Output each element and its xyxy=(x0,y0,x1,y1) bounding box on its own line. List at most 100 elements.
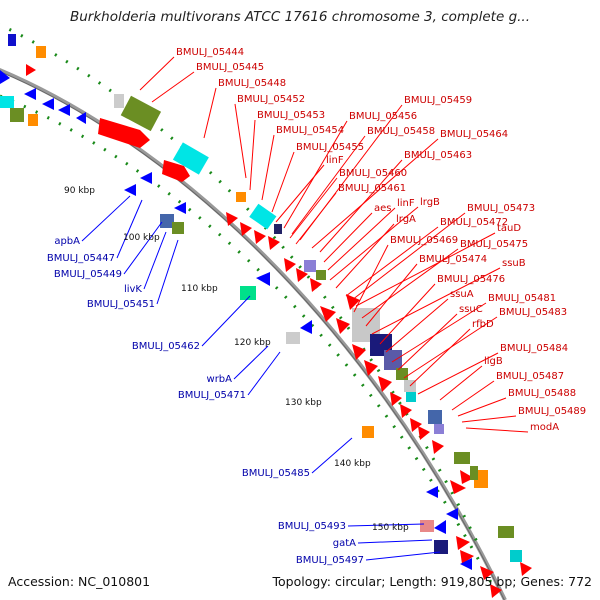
reverse-gene-arrow xyxy=(300,320,312,334)
forward-leader-line xyxy=(151,71,195,103)
feature-block xyxy=(454,452,470,464)
summary-text: Topology: circular; Length: 919,805 bp; … xyxy=(272,574,593,589)
reverse-leader-line xyxy=(247,351,281,396)
forward-leader-line xyxy=(311,138,439,249)
forward-gene-arrow xyxy=(310,278,322,292)
forward-gene-arrow xyxy=(336,318,350,334)
feature-block xyxy=(36,46,46,58)
forward-gene-label: rfbD xyxy=(472,319,494,330)
feature-block xyxy=(8,34,16,46)
forward-gene-label: BMULJ_05463 xyxy=(404,150,472,161)
feature-block xyxy=(286,332,300,344)
tick-dot-tracks xyxy=(0,23,502,600)
feature-block xyxy=(249,203,277,230)
forward-gene-arrow xyxy=(284,258,296,272)
backbone xyxy=(0,68,507,600)
forward-gene-arrow xyxy=(98,118,150,148)
forward-leader-line xyxy=(323,212,373,263)
reverse-gene-arrow xyxy=(434,520,446,534)
forward-gene-label: BMULJ_05444 xyxy=(176,47,244,58)
reverse-gene-label: BMULJ_05485 xyxy=(242,468,310,479)
forward-gene-label: BMULJ_05454 xyxy=(276,125,344,136)
forward-leader-line xyxy=(385,298,449,353)
reverse-gene-label: BMULJ_05497 xyxy=(296,555,364,566)
forward-gene-label: tauD xyxy=(497,223,521,234)
reverse-leader-line xyxy=(143,231,167,290)
feature-block xyxy=(236,192,246,202)
feature-block xyxy=(434,540,448,554)
forward-leader-line xyxy=(291,135,366,235)
reverse-leader-line xyxy=(116,199,143,259)
reverse-leader-line xyxy=(156,239,179,305)
forward-leader-line xyxy=(457,397,507,417)
forward-leader-line xyxy=(365,263,418,327)
feature-block xyxy=(172,142,209,175)
reverse-gene-label: BMULJ_05471 xyxy=(178,390,246,401)
feature-block xyxy=(120,95,162,132)
reverse-gene-arrow xyxy=(42,98,54,110)
forward-leader-line xyxy=(261,134,275,201)
feature-block xyxy=(470,466,478,480)
forward-gene-arrow xyxy=(364,360,378,376)
forward-gene-label: BMULJ_05474 xyxy=(419,254,487,265)
dotted-track xyxy=(0,94,502,600)
forward-leader-line xyxy=(417,352,499,395)
forward-gene-label: BMULJ_05453 xyxy=(257,110,325,121)
reverse-gene-label: BMULJ_05462 xyxy=(132,341,200,352)
feature-block xyxy=(114,94,124,108)
forward-gene-arrow xyxy=(456,536,470,550)
forward-gene-arrow xyxy=(432,440,444,454)
forward-leader-line xyxy=(249,119,256,191)
forward-gene-arrow xyxy=(378,376,392,392)
forward-gene-arrow xyxy=(26,64,36,76)
forward-gene-label: BMULJ_05483 xyxy=(499,307,567,318)
reverse-gene-label: apbA xyxy=(54,236,80,247)
forward-gene-label: BMULJ_05460 xyxy=(339,168,407,179)
forward-leader-line xyxy=(353,244,389,313)
forward-gene-arrow xyxy=(490,584,502,598)
reverse-gene-label: BMULJ_05449 xyxy=(54,269,122,280)
forward-leader-line xyxy=(234,103,247,179)
feature-block xyxy=(10,108,24,122)
reverse-leader-line xyxy=(123,221,163,275)
forward-gene-label: BMULJ_05445 xyxy=(196,62,264,73)
forward-gene-label: BMULJ_05476 xyxy=(437,274,505,285)
reverse-gene-arrow xyxy=(124,184,136,196)
forward-gene-arrow xyxy=(460,550,474,564)
scale-tick-label: 140 kbp xyxy=(334,459,371,469)
forward-gene-label: BMULJ_05481 xyxy=(488,293,556,304)
forward-gene-arrow xyxy=(226,212,238,226)
reverse-leader-line xyxy=(233,345,269,380)
forward-leader-line xyxy=(461,415,517,423)
forward-gene-label: ssuA xyxy=(450,289,474,300)
reverse-gene-arrow xyxy=(256,272,270,286)
gene-features xyxy=(0,34,532,598)
feature-block xyxy=(160,214,174,228)
feature-block xyxy=(498,526,514,538)
forward-leader-line xyxy=(275,164,325,223)
forward-gene-label: lrgB xyxy=(420,197,440,208)
forward-gene-label: BMULJ_05487 xyxy=(496,371,564,382)
forward-leader-line xyxy=(465,427,529,433)
scale-tick-label: 110 kbp xyxy=(181,284,218,294)
reverse-leader-line xyxy=(347,523,425,527)
forward-gene-arrow xyxy=(400,404,412,418)
forward-gene-arrow xyxy=(520,562,532,576)
feature-block xyxy=(510,550,522,562)
feature-block xyxy=(316,270,326,280)
feature-block xyxy=(304,260,316,272)
reverse-gene-arrow xyxy=(140,172,152,184)
reverse-gene-arrow xyxy=(174,202,186,214)
forward-leader-line xyxy=(271,151,295,213)
forward-gene-arrow xyxy=(320,306,336,322)
forward-gene-arrow xyxy=(162,160,190,182)
feature-block xyxy=(172,222,184,234)
forward-gene-label: BMULJ_05456 xyxy=(349,111,417,122)
forward-leader-line xyxy=(139,56,175,91)
scale-tick-label: 130 kbp xyxy=(285,398,322,408)
forward-gene-label: modA xyxy=(530,422,559,433)
reverse-leader-line xyxy=(311,437,353,474)
reverse-gene-label: BMULJ_05451 xyxy=(87,299,155,310)
forward-leader-line xyxy=(361,248,459,319)
